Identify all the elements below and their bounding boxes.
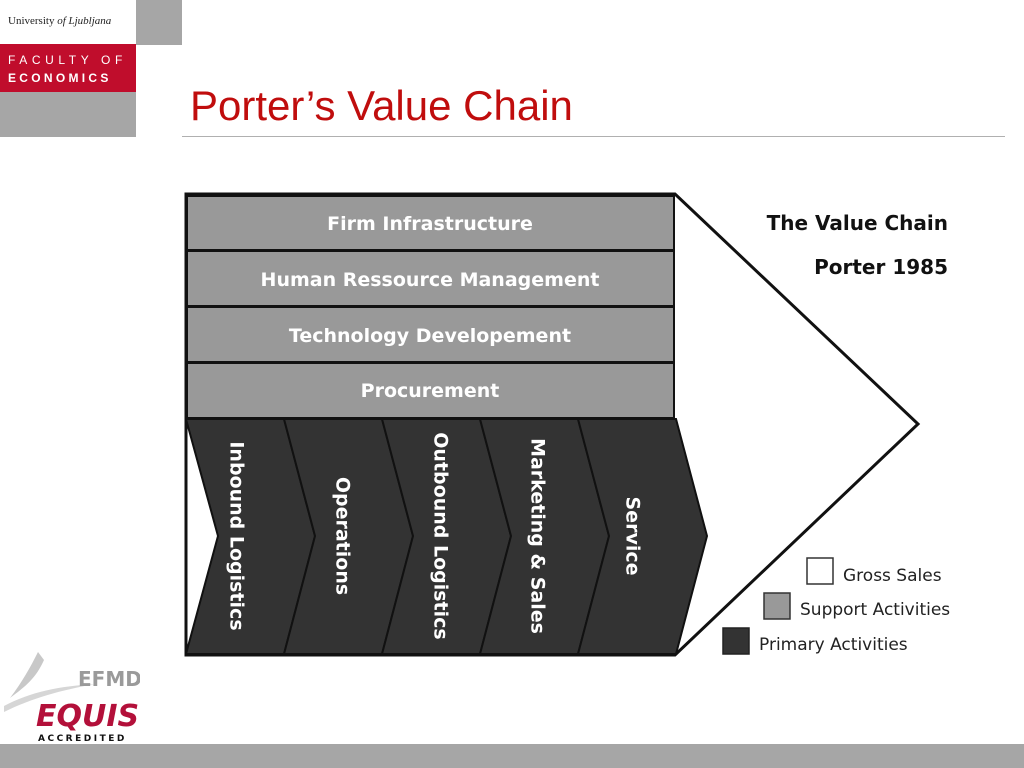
legend-swatch-gross-sales (806, 557, 834, 585)
university-city: of Ljubljana (57, 15, 112, 27)
support-label-firm-infrastructure: Firm Infrastructure (327, 213, 533, 235)
corner-block (136, 0, 182, 45)
faculty-banner: FACULTY OF ECONOMICS (0, 44, 136, 92)
equis-logo: EFMD EQUIS ACCREDITED (4, 652, 140, 744)
logo-swoosh-arc (4, 684, 95, 712)
legend: Gross Sales Support Activities Primary A… (722, 557, 950, 655)
support-row (186, 362, 675, 419)
legend-label-primary: Primary Activities (759, 635, 908, 655)
side-gray-block (0, 92, 136, 137)
support-label-technology: Technology Developement (289, 325, 571, 347)
legend-label-support: Support Activities (800, 600, 950, 620)
support-row (186, 250, 675, 307)
logo-swoosh (10, 652, 44, 698)
primary-label-inbound: Inbound Logistics (226, 441, 248, 630)
support-activities: Firm Infrastructure Human Ressource Mana… (186, 195, 675, 419)
support-row (186, 306, 675, 363)
logo-accredited-text: ACCREDITED (38, 734, 127, 744)
primary-label-operations: Operations (332, 477, 354, 595)
university-logo: University of Ljubljana (0, 0, 136, 44)
support-label-procurement: Procurement (361, 380, 500, 402)
faculty-line1: FACULTY OF (8, 53, 127, 67)
primary-label-outbound: Outbound Logistics (430, 432, 452, 639)
primary-label-service: Service (622, 497, 644, 576)
slide-title: Porter’s Value Chain (190, 82, 573, 129)
title-divider (182, 136, 1005, 137)
support-label-human-resource: Human Ressource Management (261, 269, 600, 291)
faculty-line2: ECONOMICS (8, 71, 112, 85)
primary-label-marketing: Marketing & Sales (527, 438, 549, 634)
legend-label-gross-sales: Gross Sales (843, 566, 942, 586)
university-word: University (8, 15, 55, 27)
diagram-caption-title: The Value Chain (767, 211, 948, 235)
primary-chevron-service (576, 418, 709, 655)
primary-activities: Inbound Logistics Operations Outbound Lo… (184, 418, 709, 655)
legend-swatch-primary (722, 627, 750, 655)
university-name: University of Ljubljana (8, 15, 111, 27)
legend-swatch-support (763, 592, 791, 620)
footer-bar (0, 744, 1024, 768)
diagram-caption-author: Porter 1985 (814, 255, 948, 279)
logo-efmd-text: EFMD (78, 667, 140, 691)
logo-equis-text: EQUIS (36, 699, 139, 734)
